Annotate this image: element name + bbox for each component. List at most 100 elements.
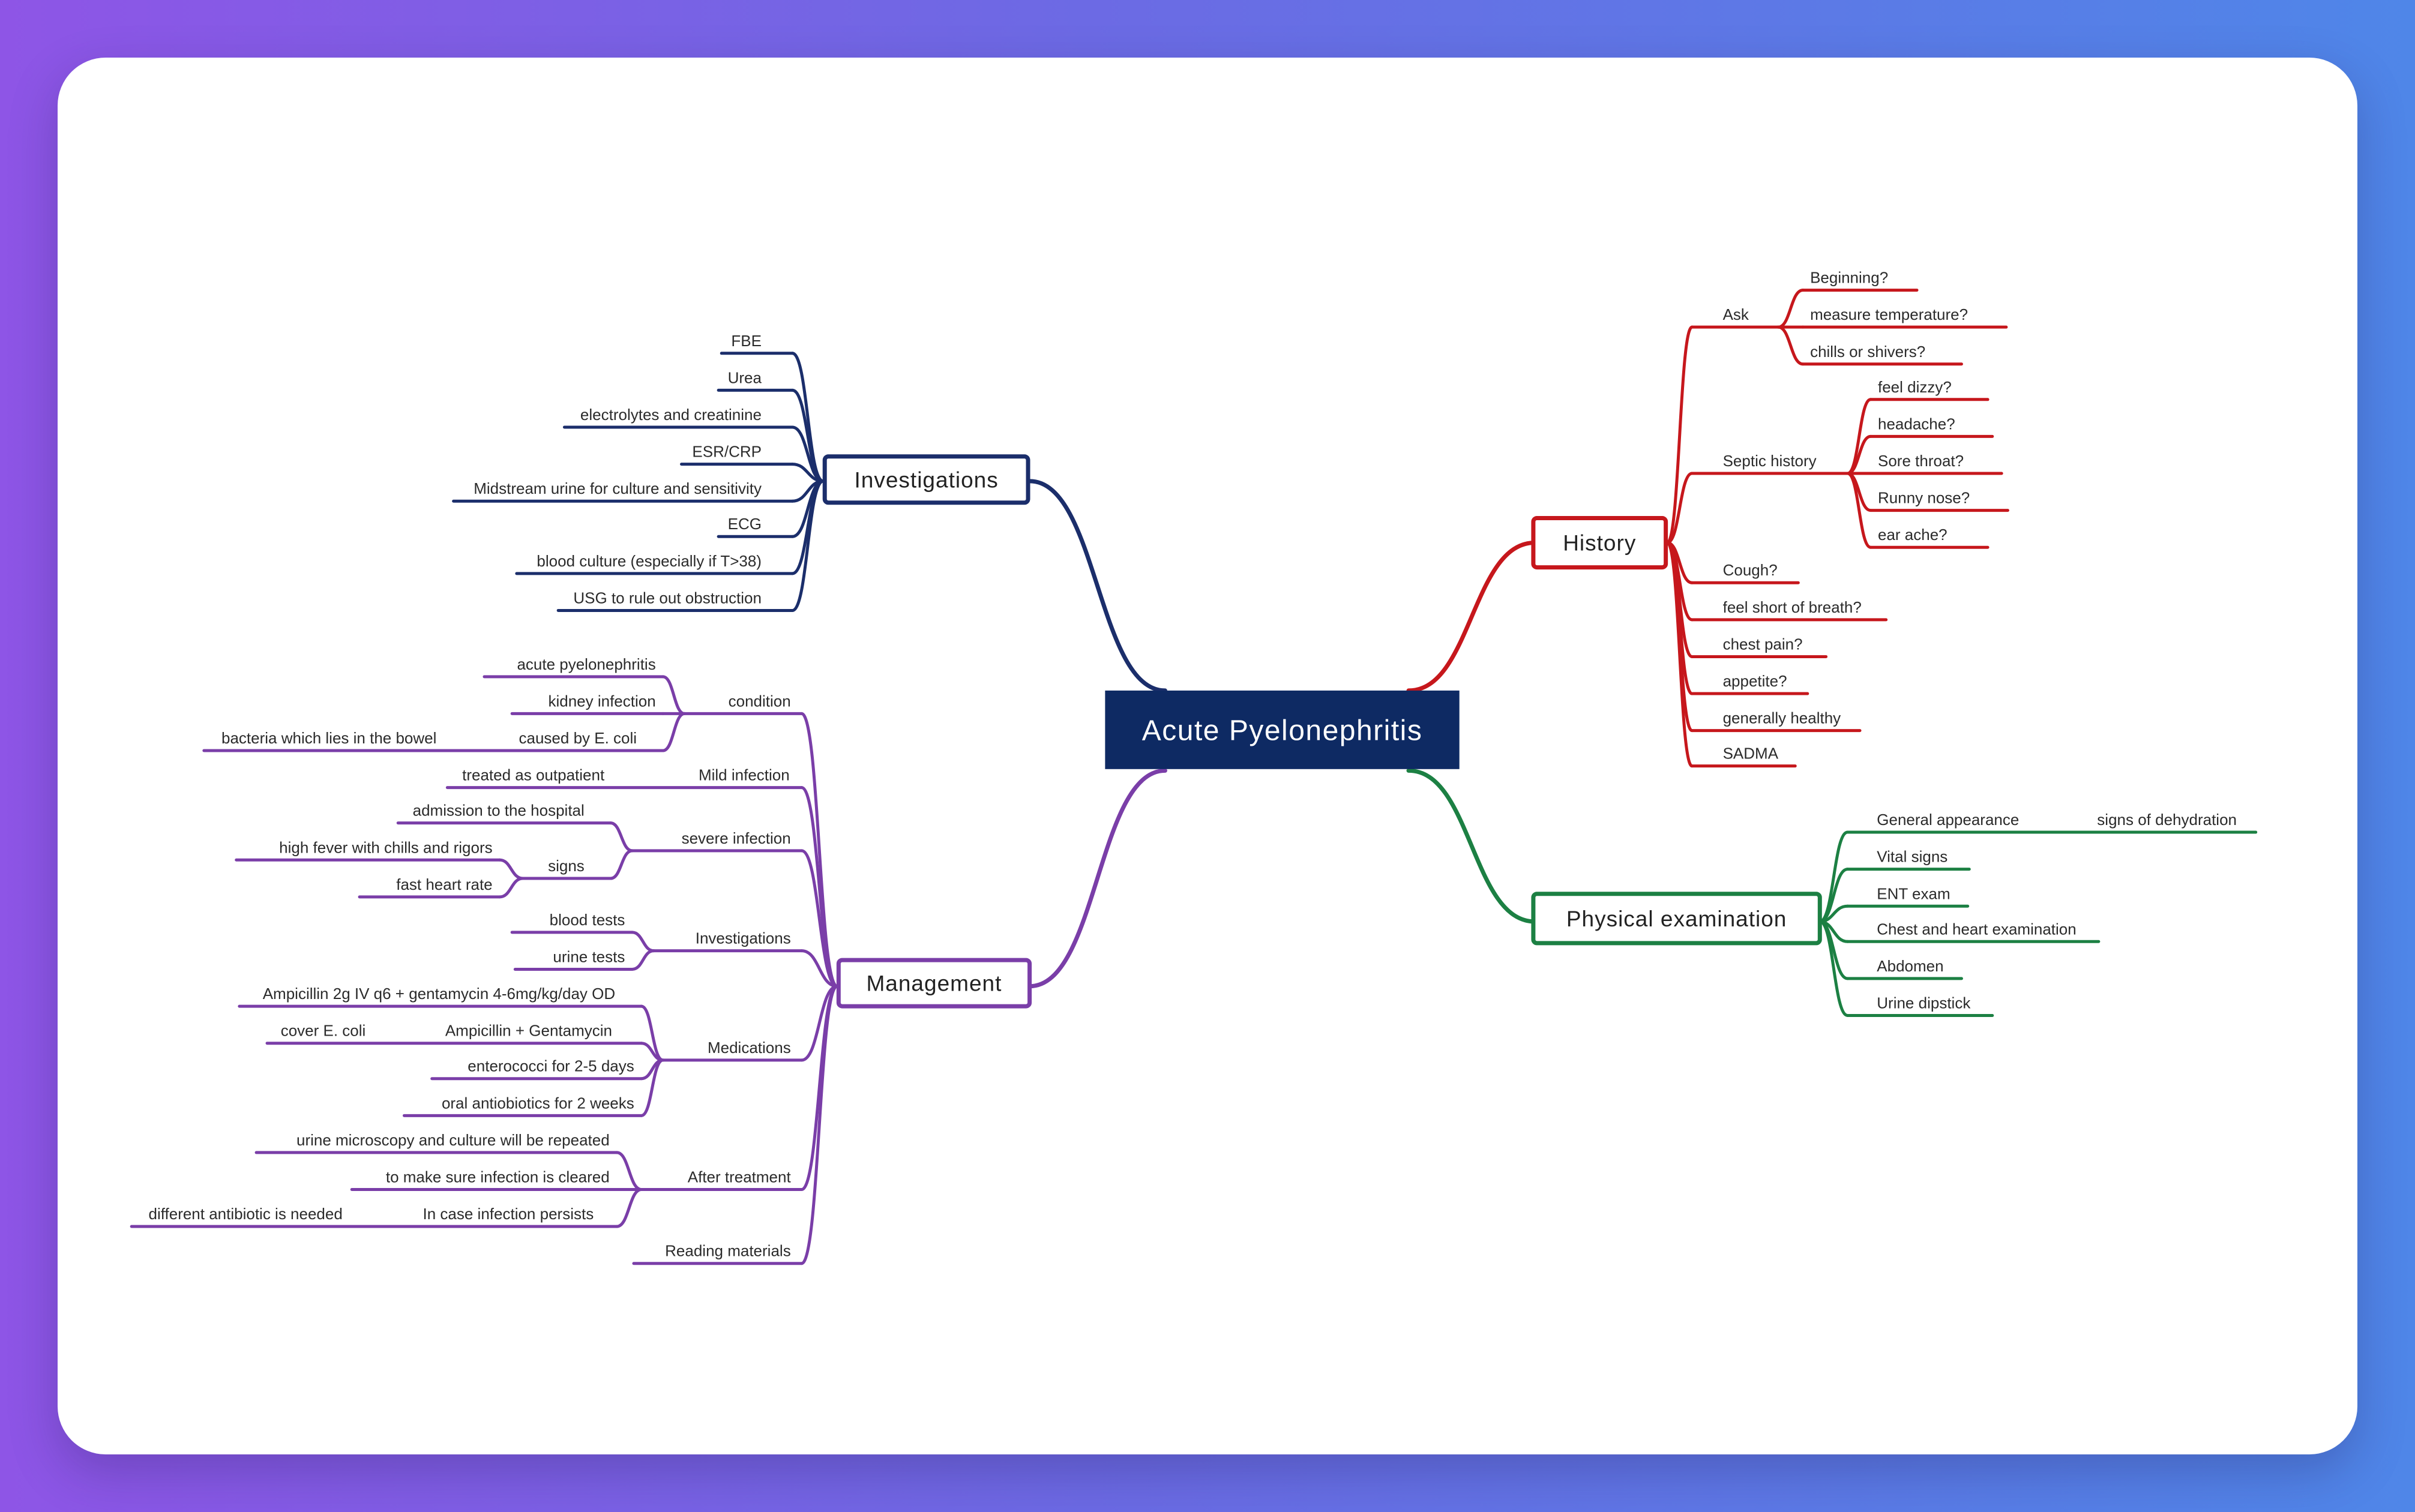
history-septic-item[interactable]: Runny nose?: [1878, 489, 1970, 507]
signs-item-connector: [498, 858, 525, 880]
management-subconnector: [800, 985, 839, 1062]
history-item[interactable]: chest pain?: [1723, 635, 1803, 653]
signs-item-connector: [498, 877, 525, 899]
after-persist-child[interactable]: different antibiotic is needed: [149, 1205, 343, 1223]
history-subconnector: [1665, 541, 1694, 768]
physical-item[interactable]: Urine dipstick: [1877, 994, 1971, 1012]
history-septic[interactable]: Septic history: [1723, 452, 1817, 470]
history-subconnector: [1665, 325, 1694, 545]
investigations-item[interactable]: FBE: [731, 332, 762, 350]
medications-item[interactable]: enterococci for 2-5 days: [468, 1057, 634, 1075]
management-investigations-item[interactable]: blood tests: [550, 911, 625, 929]
condition-item[interactable]: kidney infection: [548, 692, 655, 710]
investigations-item[interactable]: Urea: [728, 368, 762, 386]
after-item-connector: [615, 1151, 643, 1192]
severe-admission[interactable]: admission to the hospital: [413, 802, 585, 820]
history-item[interactable]: Cough?: [1723, 561, 1778, 579]
management-after[interactable]: After treatment: [688, 1168, 792, 1186]
signs-item[interactable]: high fever with chills and rigors: [279, 838, 493, 856]
physical-branch[interactable]: [1531, 892, 1822, 946]
physical-branch-label: Physical examination: [1566, 907, 1787, 931]
severe-signs[interactable]: signs: [548, 857, 585, 875]
management-subconnector: [800, 985, 839, 1265]
investigations-subconnector: [790, 352, 825, 483]
management-severe[interactable]: severe infection: [682, 829, 791, 847]
history-septic-item[interactable]: headache?: [1878, 415, 1955, 433]
management-investigations-item-connector: [630, 931, 655, 953]
management-medications[interactable]: Medications: [708, 1039, 791, 1057]
after-item-connector: [615, 1188, 643, 1228]
management-mild-child[interactable]: treated as outpatient: [462, 766, 605, 784]
history-septic-item[interactable]: ear ache?: [1878, 526, 1947, 544]
management-reading[interactable]: Reading materials: [665, 1242, 791, 1260]
severe-connector: [609, 821, 634, 853]
after-persist[interactable]: In case infection persists: [423, 1205, 594, 1223]
condition-item-connector: [661, 675, 687, 715]
mindmap-diagram: Acute Pyelonephritis Ask Beginning? measure…: [130, 269, 2258, 1265]
central-topic[interactable]: [1105, 690, 1460, 769]
history-septic-item-connector: [1846, 472, 1872, 549]
management-branch-label: Management: [866, 971, 1002, 996]
management-investigations-item[interactable]: urine tests: [553, 947, 625, 965]
condition-ecoli[interactable]: caused by E. coli: [519, 729, 637, 747]
medications-combo-child[interactable]: cover E. coli: [281, 1022, 366, 1040]
medications-combo[interactable]: Ampicillin + Gentamycin: [445, 1022, 612, 1040]
management-mild[interactable]: Mild infection: [699, 766, 790, 784]
condition-item[interactable]: acute pyelonephritis: [517, 655, 655, 673]
management-condition[interactable]: condition: [729, 692, 791, 710]
signs-item[interactable]: fast heart rate: [396, 875, 492, 893]
investigations-item[interactable]: ECG: [728, 515, 762, 533]
physical-subconnector: [1818, 920, 1850, 1017]
history-connector: [1406, 541, 1537, 693]
management-investigations[interactable]: Investigations: [696, 929, 791, 947]
after-item[interactable]: urine microscopy and culture will be rep…: [296, 1131, 610, 1149]
physical-item[interactable]: Chest and heart examination: [1877, 920, 2076, 938]
investigations-item[interactable]: ESR/CRP: [692, 443, 762, 461]
management-investigations-item-connector: [630, 949, 655, 971]
physical-general-child[interactable]: signs of dehydration: [2097, 811, 2237, 829]
history-branch[interactable]: [1531, 515, 1668, 570]
investigations-subconnector: [790, 479, 825, 612]
history-item[interactable]: generally healthy: [1723, 709, 1841, 727]
medications-item-connector: [640, 1058, 665, 1117]
investigations-item[interactable]: blood culture (especially if T>38): [537, 552, 762, 570]
condition-ecoli-child[interactable]: bacteria which lies in the bowel: [221, 729, 436, 747]
medications-dose[interactable]: Ampicillin 2g IV q6 + gentamycin 4-6mg/k…: [263, 985, 615, 1003]
investigations-connector: [1027, 479, 1167, 693]
history-ask-item[interactable]: Beginning?: [1810, 269, 1888, 287]
physical-item[interactable]: ENT exam: [1877, 884, 1950, 902]
investigations-item[interactable]: Midstream urine for culture and sensitiv…: [474, 479, 762, 497]
history-item[interactable]: appetite?: [1723, 672, 1787, 690]
management-branch[interactable]: [836, 958, 1032, 1009]
history-item[interactable]: SADMA: [1723, 745, 1779, 763]
history-subconnector: [1665, 472, 1694, 545]
central-topic-label: Acute Pyelonephritis: [1142, 715, 1423, 747]
investigations-item[interactable]: electrolytes and creatinine: [580, 406, 762, 424]
management-subconnector: [800, 985, 839, 1192]
severe-connector: [609, 849, 634, 880]
history-septic-item[interactable]: feel dizzy?: [1878, 378, 1952, 396]
physical-connector: [1406, 768, 1537, 924]
after-item[interactable]: to make sure infection is cleared: [386, 1168, 610, 1186]
history-branch-label: History: [1563, 531, 1636, 556]
physical-item[interactable]: Abdomen: [1877, 957, 1943, 975]
mindmap-canvas: Acute Pyelonephritis Ask Beginning? measure…: [58, 58, 2357, 1454]
medications-item[interactable]: oral antiobiotics for 2 weeks: [442, 1094, 634, 1112]
physical-general[interactable]: General appearance: [1877, 811, 2019, 829]
history-ask-item-connector: [1776, 325, 1805, 366]
investigations-item[interactable]: USG to rule out obstruction: [573, 589, 762, 607]
management-subconnector: [800, 786, 839, 988]
history-ask-item[interactable]: measure temperature?: [1810, 305, 1968, 323]
history-item[interactable]: feel short of breath?: [1723, 598, 1862, 616]
investigations-branch-label: Investigations: [854, 467, 998, 492]
history-septic-item[interactable]: Sore throat?: [1878, 452, 1964, 470]
history-ask-item-connector: [1776, 289, 1805, 329]
history-ask[interactable]: Ask: [1723, 305, 1749, 323]
management-subconnector: [800, 712, 839, 988]
investigations-subconnector: [790, 388, 825, 483]
history-ask-item[interactable]: chills or shivers?: [1810, 343, 1925, 361]
physical-item[interactable]: Vital signs: [1877, 848, 1947, 866]
management-subconnector: [800, 949, 839, 988]
investigations-branch[interactable]: [822, 454, 1030, 505]
investigations-subconnector: [790, 479, 825, 575]
